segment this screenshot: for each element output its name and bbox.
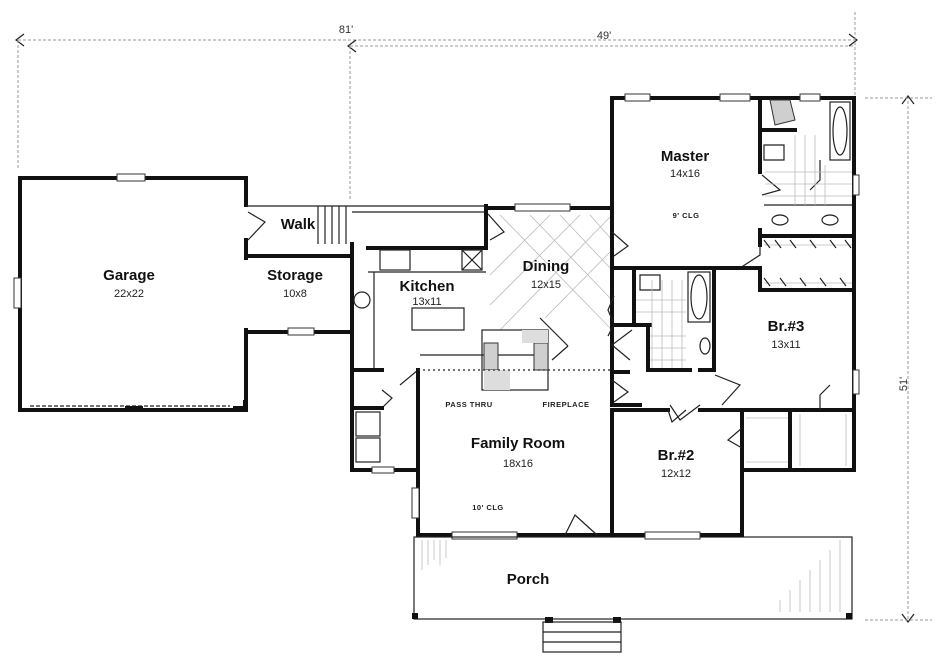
room-master-name: Master — [660, 148, 710, 165]
house-width-label: 49' — [596, 30, 612, 42]
room-br2-name: Br.#2 — [657, 447, 695, 464]
kitchen-dining-walls — [352, 203, 614, 391]
garage-walls — [13, 173, 248, 412]
dimension-lines — [15, 12, 932, 623]
fireplace-note: FIREPLACE — [542, 400, 590, 409]
pass-thru-note: PASS THRU — [445, 400, 493, 409]
room-walk-name: Walk — [280, 216, 316, 233]
room-storage-size: 10x8 — [283, 288, 307, 300]
room-br3-size: 13x11 — [771, 339, 801, 351]
room-master-size: 14x16 — [670, 168, 700, 180]
family-room-walls — [411, 368, 614, 540]
room-garage-name: Garage — [103, 267, 155, 284]
room-kitchen-name: Kitchen — [399, 278, 455, 295]
room-family-name: Family Room — [470, 435, 566, 452]
room-br2-size: 12x12 — [661, 468, 691, 480]
room-dining-size: 12x15 — [531, 279, 561, 291]
room-br3-name: Br.#3 — [767, 318, 805, 335]
room-dining-name: Dining — [522, 258, 570, 275]
depth-label: 51' — [898, 376, 910, 392]
porch-outline — [412, 536, 853, 653]
room-master-ceiling-note: 9' CLG — [672, 211, 700, 220]
br2-walls — [610, 408, 744, 540]
room-kitchen-size: 13x11 — [412, 296, 442, 308]
master-suite-walls — [610, 93, 860, 472]
room-family-size: 18x16 — [503, 458, 533, 470]
room-porch-name: Porch — [506, 571, 550, 588]
overall-width-label: 81' — [338, 24, 354, 36]
hall-bath-walls — [607, 206, 742, 421]
room-family-ceiling-note: 10' CLG — [472, 503, 504, 512]
room-garage-size: 22x22 — [114, 288, 144, 300]
walk-storage-walls — [244, 205, 420, 472]
laundry-walls — [350, 368, 420, 474]
room-storage-name: Storage — [267, 267, 323, 284]
br3-walls — [716, 266, 860, 472]
